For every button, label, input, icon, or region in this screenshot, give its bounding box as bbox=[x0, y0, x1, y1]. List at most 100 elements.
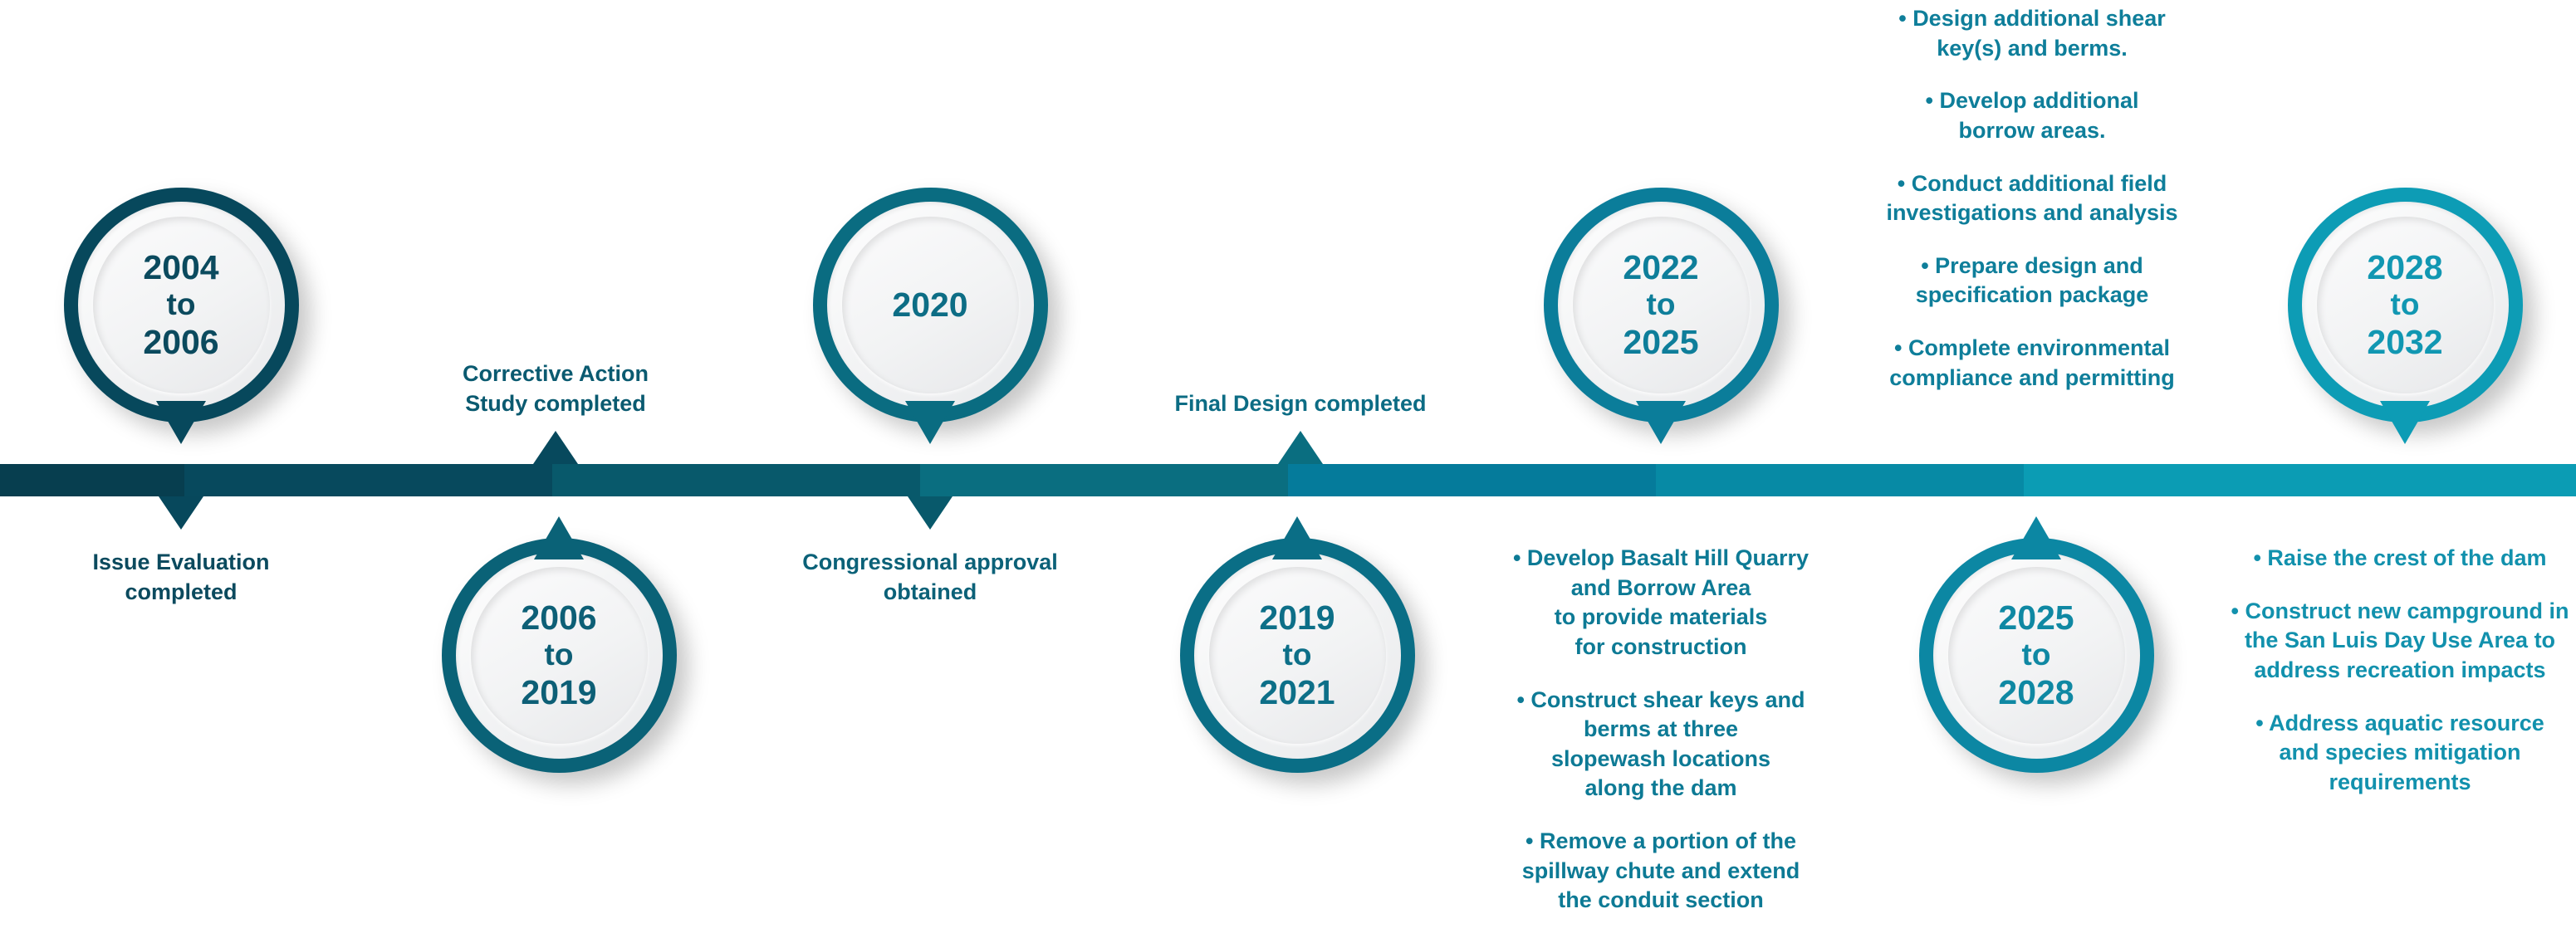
bullet-line: and Borrow Area bbox=[1570, 574, 1751, 600]
milestone-pointer bbox=[534, 516, 584, 559]
bullet-line: • Design additional shear bbox=[1898, 6, 2166, 31]
bullet-line: • Prepare design and bbox=[1921, 252, 2143, 278]
bullet-line: • Conduct additional field bbox=[1897, 170, 2167, 196]
milestone-year-line: 2021 bbox=[1259, 672, 1335, 711]
caption-arrow bbox=[908, 496, 953, 530]
milestone-year-line: 2028 bbox=[2367, 247, 2443, 286]
bullet-item: • Remove a portion of the spillway chute … bbox=[1495, 827, 1827, 916]
bullet-item: • Design additional shear key(s) and berm… bbox=[1858, 4, 2206, 63]
bullet-item: • Prepare design and specification packag… bbox=[1858, 252, 2206, 310]
caption-cap-congressional-approval: Congressional approval obtained bbox=[756, 548, 1104, 608]
milestone-year-line: to bbox=[1646, 287, 1676, 322]
bullet-line: key(s) and berms. bbox=[1937, 35, 2128, 61]
milestone-year-line: 2004 bbox=[143, 247, 219, 286]
timeline-bar bbox=[0, 464, 2576, 496]
bullet-item: • Construct new campground in the San Lui… bbox=[2230, 597, 2570, 686]
milestone-year-line: 2006 bbox=[143, 322, 219, 361]
bullet-item: • Construct shear keys and berms at three… bbox=[1495, 686, 1827, 804]
milestone-ring: 2020 bbox=[812, 188, 1048, 423]
milestone-year-line: to bbox=[166, 287, 196, 322]
bullet-line: • Remove a portion of the bbox=[1526, 828, 1796, 853]
milestone-year-line: 2025 bbox=[1623, 322, 1699, 361]
milestone-year-line: 2020 bbox=[892, 285, 968, 324]
bullet-line: the San Luis Day Use Area to bbox=[2244, 628, 2556, 653]
milestone-m-2020[interactable]: 2020 bbox=[812, 188, 1048, 423]
caption-cap-issue-evaluation: Issue Evaluation completed bbox=[7, 548, 355, 608]
caption-line: Issue Evaluation bbox=[92, 550, 270, 574]
bullet-line: • Construct new campground in bbox=[2231, 598, 2569, 623]
caption-line: obtained bbox=[883, 579, 977, 604]
caption-arrow bbox=[1278, 431, 1323, 464]
timeline-segment-4 bbox=[920, 464, 1288, 496]
timeline-segment-6 bbox=[1656, 464, 2024, 496]
bullet-line: • Raise the crest of the dam bbox=[2253, 545, 2547, 570]
caption-line: Congressional approval bbox=[802, 550, 1058, 574]
milestone-pointer bbox=[1272, 516, 1322, 559]
milestone-year-line: to bbox=[1282, 638, 1312, 672]
bullet-line: requirements bbox=[2329, 769, 2471, 794]
bullet-line: the conduit section bbox=[1558, 887, 1764, 913]
milestone-year-line: 2028 bbox=[1998, 672, 2074, 711]
timeline-segment-2 bbox=[184, 464, 552, 496]
milestone-pointer bbox=[156, 401, 206, 444]
caption-arrow bbox=[159, 496, 203, 530]
milestone-year-line: 2032 bbox=[2367, 322, 2443, 361]
bullet-line: berms at three bbox=[1583, 716, 1739, 742]
milestone-disc: 2020 bbox=[841, 217, 1019, 393]
bullet-line: spillway chute and extend bbox=[1521, 857, 1800, 883]
milestone-year-line: 2022 bbox=[1623, 247, 1699, 286]
bullet-line: and species mitigation bbox=[2279, 740, 2521, 765]
caption-arrow bbox=[533, 431, 578, 464]
bullet-line: • Construct shear keys and bbox=[1516, 686, 1805, 712]
bullet-line: • Develop additional bbox=[1925, 88, 2139, 114]
bullet-line: investigations and analysis bbox=[1886, 200, 2178, 226]
caption-line: Study completed bbox=[465, 390, 646, 416]
caption-line: completed bbox=[125, 579, 238, 604]
milestone-pointer bbox=[2380, 401, 2430, 444]
bullet-line: specification package bbox=[1915, 282, 2149, 308]
caption-line: Final Design completed bbox=[1174, 391, 1427, 416]
bullet-item: • Conduct additional field investigations… bbox=[1858, 169, 2206, 228]
timeline-segment-5 bbox=[1288, 464, 1656, 496]
bullet-line: slopewash locations bbox=[1550, 745, 1771, 771]
bullet-line: address recreation impacts bbox=[2254, 657, 2546, 682]
bullet-group-bullets-2022-2025-above: • Design additional shear key(s) and berm… bbox=[1858, 4, 2206, 393]
bullet-group-bullets-2028-2032-below: • Raise the crest of the dam • Construct … bbox=[2230, 544, 2570, 797]
milestone-pointer bbox=[2011, 516, 2061, 559]
caption-line: Corrective Action bbox=[462, 361, 649, 386]
milestone-year-line: 2006 bbox=[521, 598, 597, 637]
bullet-item: • Raise the crest of the dam bbox=[2230, 544, 2570, 574]
caption-cap-final-design: Final Design completed bbox=[1126, 389, 1475, 419]
bullet-line: along the dam bbox=[1584, 775, 1737, 801]
timeline-segment-3 bbox=[552, 464, 920, 496]
milestone-year-line: 2019 bbox=[521, 672, 597, 711]
bullet-line: borrow areas. bbox=[1958, 117, 2106, 143]
milestone-pointer bbox=[905, 401, 955, 444]
bullet-line: • Complete environmental bbox=[1893, 335, 2170, 360]
bullet-line: to provide materials bbox=[1554, 604, 1768, 630]
milestone-year-line: to bbox=[544, 638, 574, 672]
timeline-segment-7 bbox=[2024, 464, 2576, 496]
milestone-year-line: to bbox=[2021, 638, 2051, 672]
